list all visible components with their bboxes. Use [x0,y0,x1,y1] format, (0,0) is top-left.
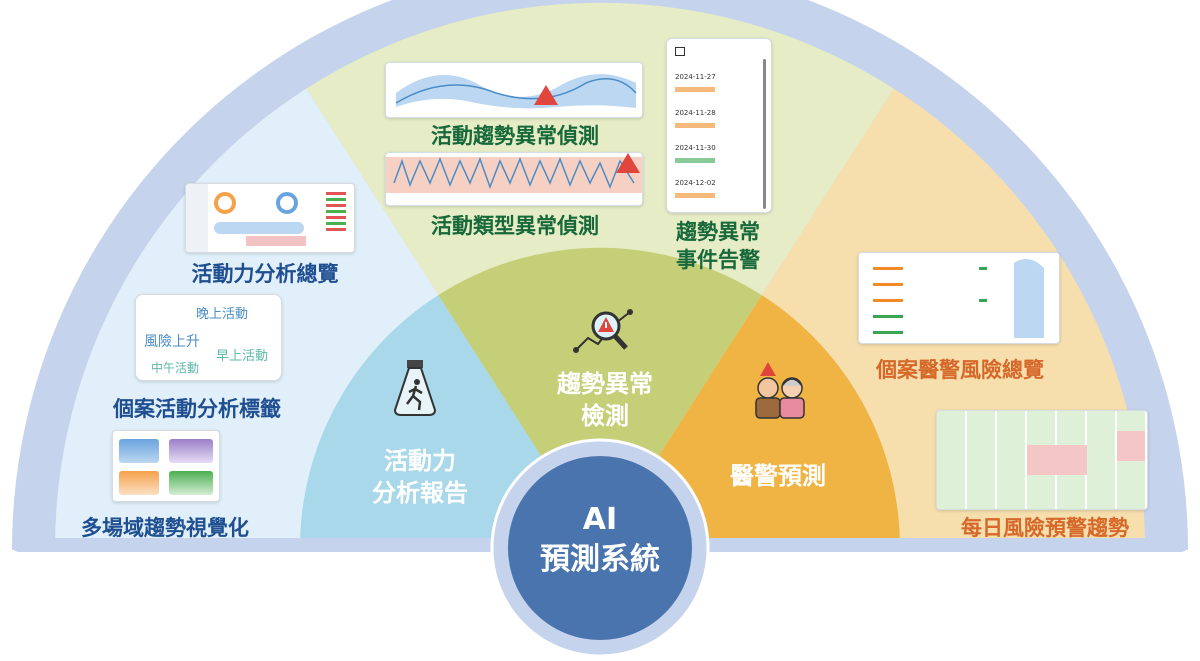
center-title-line2: 預測系統 [540,542,660,577]
center-circle [508,456,692,640]
event-item[interactable] [675,87,715,92]
event-list-panel: 2024-11-27 2024-11-28 2024-11-30 2024-12… [666,38,772,213]
label-multi-site-trend: 多場域趨勢視覺化 [81,516,249,540]
inner-label-activity-report: 活動力 分析報告 [372,445,468,509]
label-case-risk-overview: 個案醫警風險總覽 [876,358,1044,382]
risk-table-svg [873,259,1044,338]
type-chart-svg [386,153,642,193]
label-trend-event-alert: 趨勢異常 事件告警 [676,218,760,274]
activity-type-anomaly-chart [385,152,643,206]
center-title: AI 預測系統 [540,500,660,580]
multi-site-trend-thumbnail [112,430,220,502]
center-title-line1: AI [582,502,618,537]
inner-label-medical-alert: 醫警預測 [730,462,826,490]
label-line: 趨勢異常 [676,220,760,244]
running-person-in-flask-icon [393,360,437,416]
calendar-icon [675,47,685,56]
inner-label-line: 檢測 [581,402,629,430]
event-date: 2024-11-28 [675,109,716,117]
inner-label-trend-detection: 趨勢異常 檢測 [557,368,653,432]
elderly-couple-alert-icon [755,362,805,419]
event-date: 2024-11-30 [675,144,716,152]
case-risk-overview-table [858,252,1060,344]
tag-morning-activity: 早上活動 [216,349,269,364]
inner-sector-green [438,247,762,548]
case-activity-tag-cloud: 晚上活動 風險上升 早上活動 中午活動 [135,294,282,381]
event-item[interactable] [675,123,715,128]
event-date: 2024-11-27 [675,73,716,81]
label-daily-risk-trend: 每日風險預警趨勢 [961,516,1129,540]
inner-label-line: 分析報告 [372,479,468,507]
label-activity-type-anomaly: 活動類型異常偵測 [431,214,599,238]
activity-overview-thumbnail [185,183,355,253]
activity-trend-anomaly-chart [385,62,643,118]
tag-risk-rising: 風險上升 [144,334,200,350]
tag-noon-activity: 中午活動 [151,361,200,375]
label-activity-trend-anomaly: 活動趨勢異常偵測 [431,124,599,148]
inner-label-line: 趨勢異常 [557,370,653,398]
event-item[interactable] [675,158,715,163]
event-date: 2024-12-02 [675,179,716,187]
magnifier-warning-chart-icon [573,309,633,353]
label-line: 事件告警 [676,248,760,272]
scrollbar[interactable] [763,59,766,209]
trend-chart-svg [395,74,637,109]
tag-evening-activity: 晚上活動 [196,307,249,322]
event-item[interactable] [675,193,715,198]
label-activity-overview: 活動力分析總覽 [191,262,339,286]
daily-risk-trend-grid [936,410,1148,510]
inner-label-line: 活動力 [384,447,456,475]
label-case-activity-tags: 個案活動分析標籤 [113,397,281,421]
